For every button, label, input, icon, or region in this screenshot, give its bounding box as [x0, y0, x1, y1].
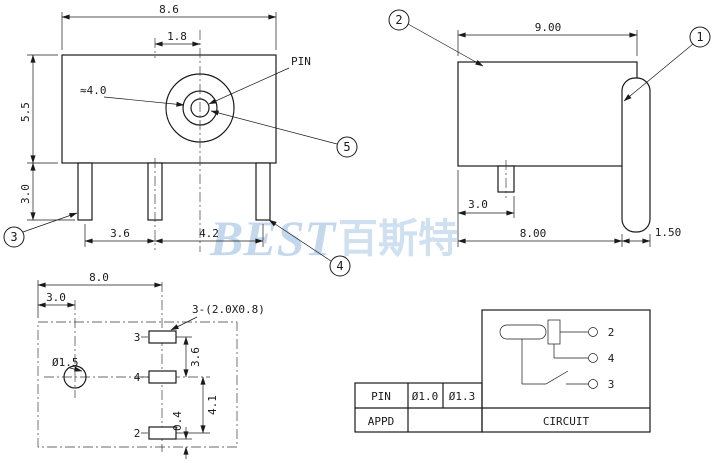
jack-barrel	[621, 77, 651, 233]
dim-pitch-a: 3.6	[110, 227, 130, 240]
jack-body-side	[457, 61, 638, 167]
table-dia-a: Ø1.0	[412, 390, 439, 403]
table-appd-label: APPD	[368, 415, 395, 428]
circuit-box	[481, 309, 651, 433]
pad-4	[148, 370, 177, 384]
pad-3	[148, 330, 177, 344]
leader-line	[623, 43, 694, 102]
side-view-outline	[457, 61, 651, 233]
watermark: BEST 百斯特	[209, 210, 458, 266]
leader-line	[208, 67, 290, 105]
terminal-leg-right	[255, 162, 271, 221]
jack-body-outline	[61, 54, 277, 164]
switch-lever	[545, 370, 569, 385]
pin-callout: PIN	[291, 55, 311, 68]
circuit-schematic: 2 4 3	[499, 319, 615, 391]
table-dia-b: Ø1.3	[449, 390, 476, 403]
balloon-5-label: 5	[343, 140, 350, 154]
dim-width: 8.6	[159, 3, 179, 16]
terminal-2-node	[588, 327, 598, 337]
balloon-2-label: 2	[395, 13, 402, 27]
dim-barrel: 1.50	[655, 226, 682, 239]
leader-line	[268, 219, 332, 262]
mounting-hole	[63, 365, 87, 389]
front-view-outline	[61, 54, 277, 221]
dim-body: 8.00	[520, 227, 547, 240]
dim-hole-x: 3.0	[46, 291, 66, 304]
leader-line	[103, 96, 185, 107]
pad-3-number: 3	[134, 331, 141, 344]
balloon-3-label: 3	[10, 230, 17, 244]
pad-2-number: 2	[134, 427, 141, 440]
table-circuit-label: CIRCUIT	[543, 415, 590, 428]
balloon-3-circle	[3, 226, 25, 248]
balloon-4-label: 4	[336, 259, 343, 273]
leader-line	[22, 212, 78, 233]
terminal-leg-left	[77, 162, 93, 221]
boss-diameter-callout: ≈4.0	[80, 84, 107, 97]
pcb-outline: 3 4 2	[37, 282, 238, 452]
balloon-5-circle	[336, 136, 358, 158]
dim-depth: 9.00	[535, 21, 562, 34]
pcb-dimensions: 8.0 3.0 3-(2.0X0.8) Ø1.5 3.6 4.1 0.4	[37, 271, 265, 459]
pad-size-note: 3-(2.0X0.8)	[192, 303, 265, 316]
circuit-table: PIN Ø1.0 Ø1.3 APPD CIRCUIT 2 4 3	[354, 309, 651, 433]
dim-width: 8.0	[89, 271, 109, 284]
hole-diameter-label: Ø1.5	[52, 356, 79, 369]
balloon-4-circle	[329, 255, 351, 277]
watermark-latin: BEST	[209, 210, 338, 266]
balloon-2-circle	[388, 9, 410, 31]
dim-edge-offset: 0.4	[171, 411, 184, 431]
terminal-4-node	[588, 353, 598, 363]
front-view: 8.6 1.8 5.5 3.0 3.6 4.2 PIN ≈4.0 3	[3, 3, 358, 277]
pin-contact-symbol	[547, 319, 561, 345]
terminal-2-label: 2	[608, 326, 615, 339]
front-view-callouts: PIN ≈4.0 3 4 5	[3, 55, 358, 277]
dim-pitch-b: 4.2	[199, 227, 219, 240]
side-view-callouts: 2 1	[388, 9, 711, 102]
balloon-1-circle	[689, 26, 711, 48]
pad-4-number: 4	[134, 371, 141, 384]
dim-pad4-pad2: 4.1	[206, 395, 219, 415]
terminal-3-node	[588, 379, 598, 389]
side-view-dimensions: 9.00 3.0 8.00 1.50	[457, 21, 682, 247]
leader-line	[407, 23, 484, 67]
dim-pad3-pad4: 3.6	[189, 347, 202, 367]
front-view-centerlines	[154, 30, 201, 252]
leader-line	[170, 316, 198, 331]
leader-line	[210, 110, 338, 145]
dim-height: 5.5	[19, 102, 32, 122]
pcb-view: 3 4 2 8.0 3.0 3-(2.0X0.8) Ø1.5 3.6 4.1 0…	[37, 271, 265, 459]
table-pin-label: PIN	[371, 390, 391, 403]
terminal-3-label: 3	[608, 378, 615, 391]
dim-leg-x: 3.0	[468, 198, 488, 211]
balloon-1-label: 1	[696, 30, 703, 44]
side-view: 9.00 3.0 8.00 1.50 2 1	[388, 9, 711, 247]
dim-pin-offset: 1.8	[167, 30, 187, 43]
pcb-body-outline	[37, 321, 238, 448]
front-view-dimensions: 8.6 1.8 5.5 3.0 3.6 4.2	[19, 3, 277, 247]
leader-line	[69, 366, 83, 372]
terminal-4-label: 4	[608, 352, 615, 365]
sleeve-symbol	[499, 324, 547, 340]
watermark-cjk: 百斯特	[338, 216, 458, 262]
dim-leg: 3.0	[19, 184, 32, 204]
